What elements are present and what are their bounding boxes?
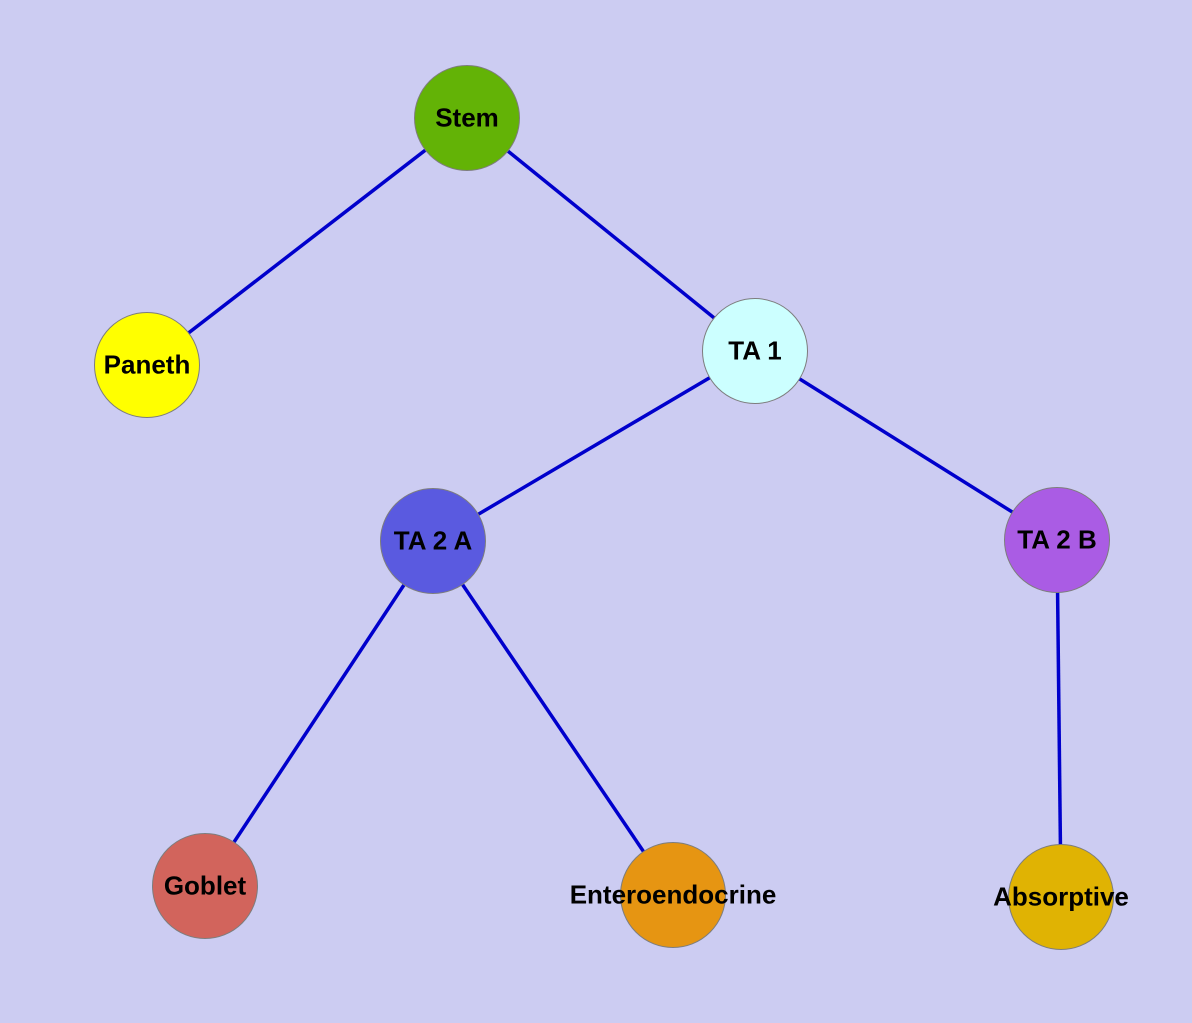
node-ta1: [702, 298, 808, 404]
node-label-stem: Stem: [435, 102, 499, 133]
node-label-ta1: TA 1: [728, 335, 782, 366]
node-enteroendocrine: [620, 842, 726, 948]
edge-stem-ta1: [465, 116, 757, 353]
node-label-paneth: Paneth: [103, 349, 191, 380]
node-ta2b: [1004, 487, 1110, 593]
node-paneth: [94, 312, 200, 418]
node-label-ta2b: TA 2 B: [1017, 524, 1097, 555]
node-goblet: [152, 833, 258, 939]
edge-ta2a-goblet: [203, 540, 435, 887]
node-label-enteroendocrine: Enteroendocrine: [569, 879, 777, 910]
edge-stem-paneth: [145, 116, 469, 367]
node-stem: [414, 65, 520, 171]
edge-ta2b-absorptive: [1055, 539, 1063, 898]
node-label-goblet: Goblet: [163, 870, 247, 901]
node-label-absorptive: Absorptive: [993, 881, 1129, 912]
edge-ta1-ta2b: [754, 349, 1058, 542]
edge-ta2a-enteroendocrine: [431, 540, 675, 896]
edge-ta1-ta2a: [432, 349, 756, 543]
node-absorptive: [1008, 844, 1114, 950]
node-label-ta2a: TA 2 A: [393, 525, 473, 556]
node-ta2a: [380, 488, 486, 594]
